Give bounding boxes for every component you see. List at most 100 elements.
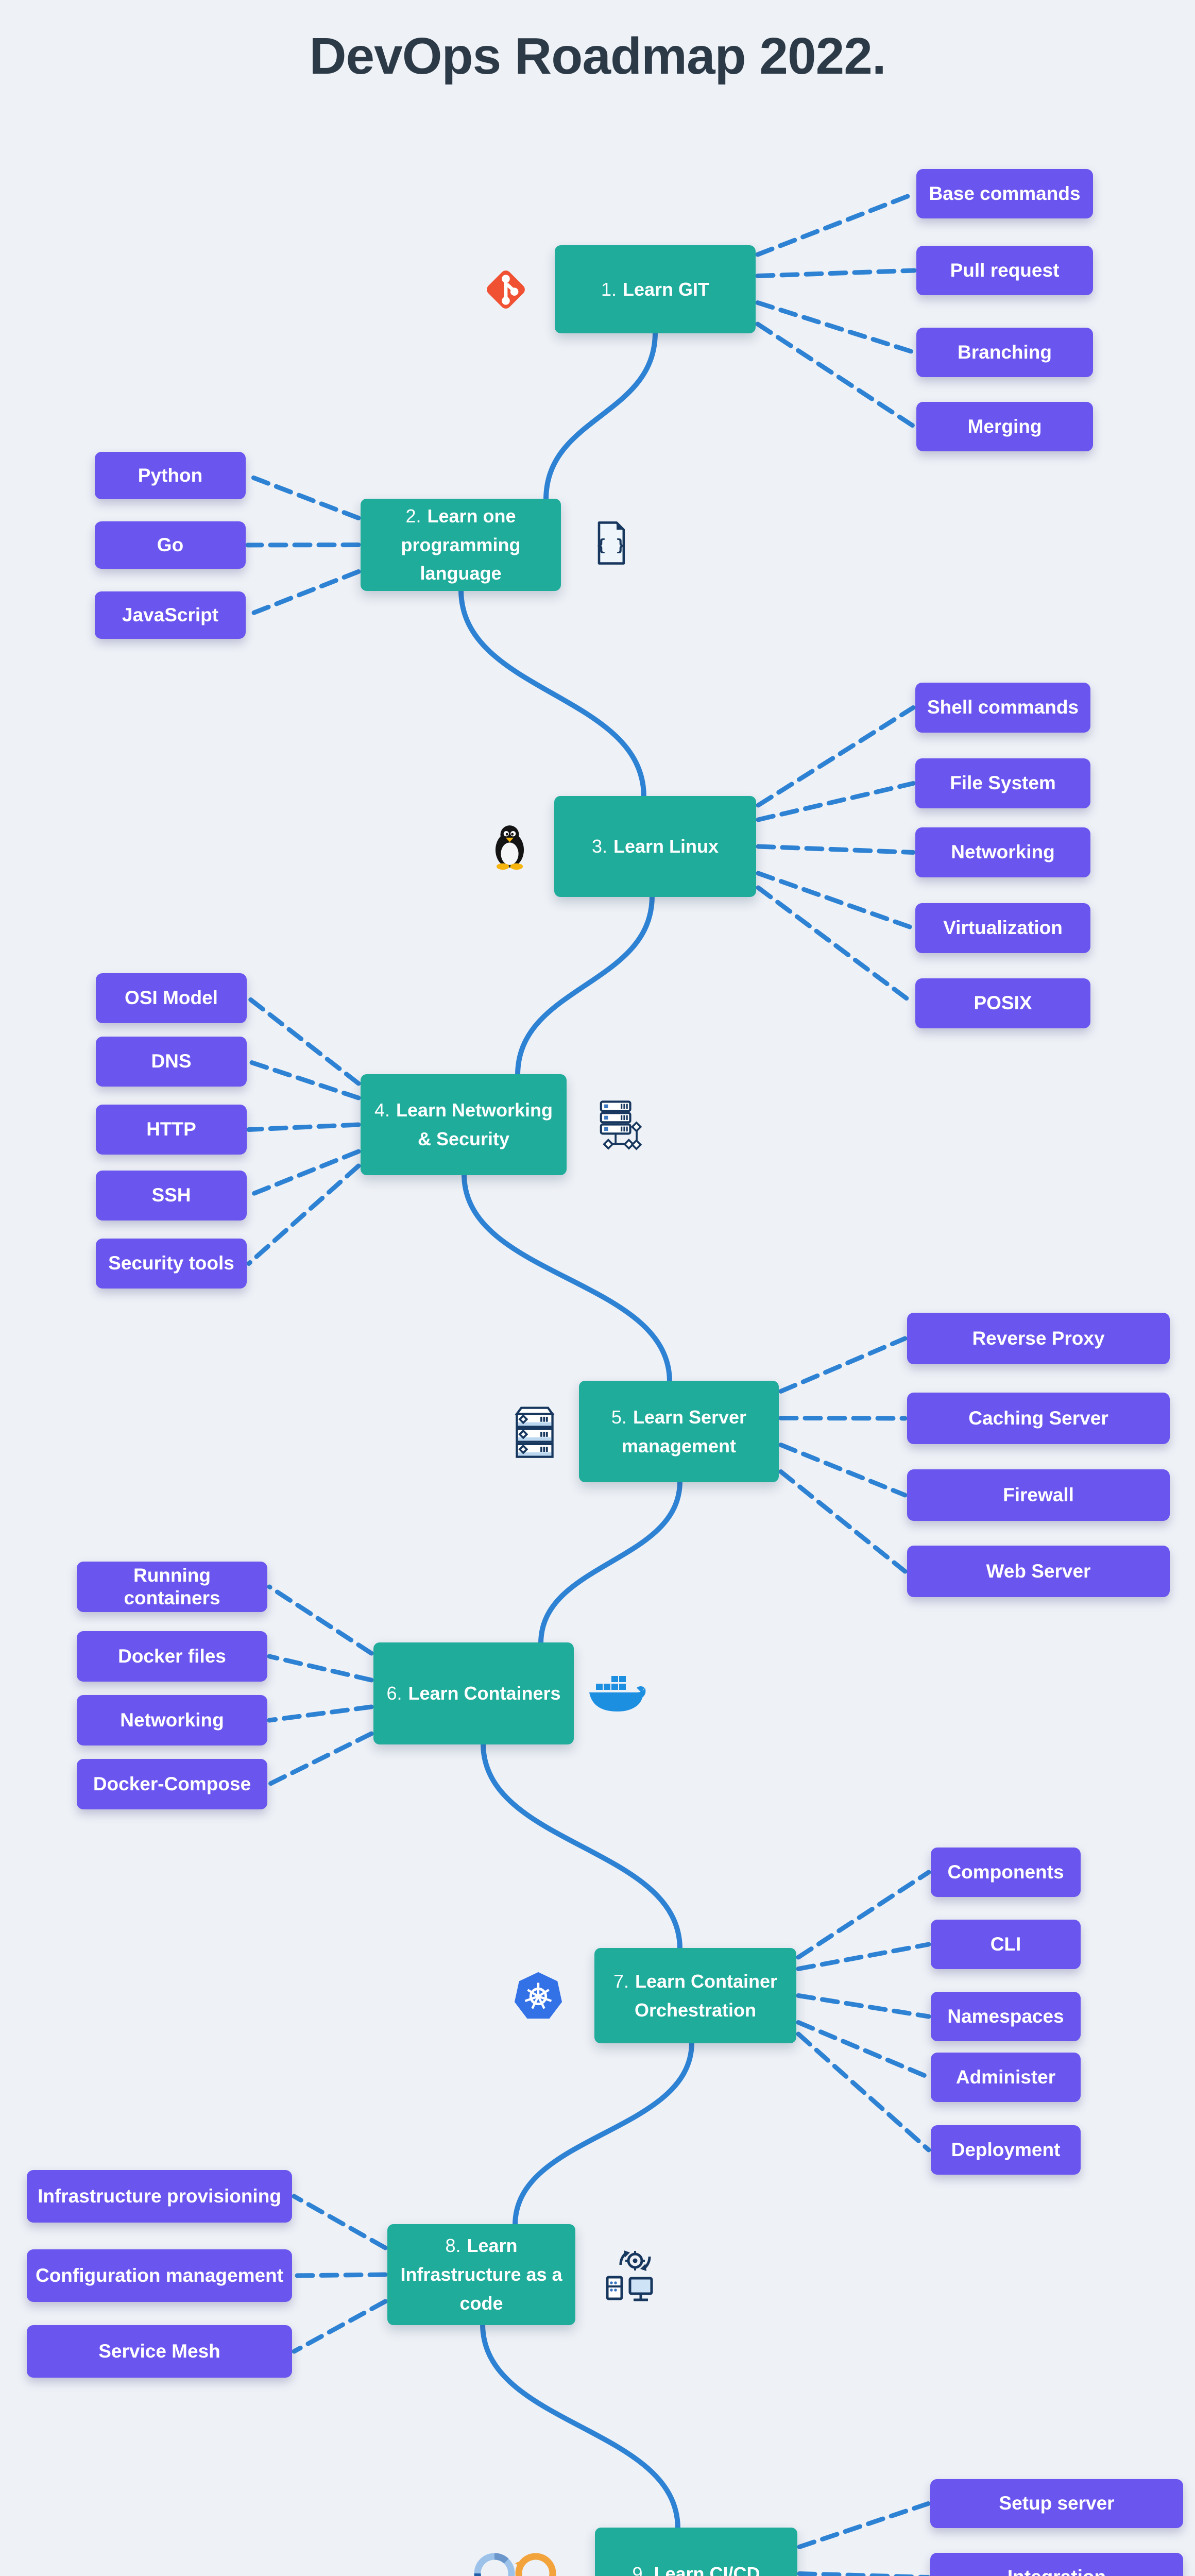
topic-label: File System <box>950 772 1056 794</box>
step-3-box: 3.Learn Linux <box>554 796 756 897</box>
topic-box: Merging <box>916 402 1093 451</box>
dashed-connector <box>246 1149 361 1198</box>
step-5-box: 5.Learn Server management <box>579 1381 779 1482</box>
step-text: 7.Learn Container Orchestration <box>603 1967 788 2025</box>
topic-box: Base commands <box>916 169 1093 218</box>
dashed-connector <box>797 2501 931 2549</box>
topic-box: Setup server <box>930 2479 1183 2528</box>
topic-box: DNS <box>96 1037 247 1087</box>
step-title: Learn CI/CD <box>654 2563 760 2576</box>
dashed-connector <box>756 705 916 808</box>
topic-box: Docker files <box>77 1631 267 1682</box>
dashed-connector <box>267 1654 374 1683</box>
topic-label: Deployment <box>951 2139 1061 2160</box>
step-number: 9. <box>632 2563 648 2576</box>
topic-box: SSH <box>96 1171 247 1221</box>
topic-box: Service Mesh <box>27 2325 292 2378</box>
topic-box: POSIX <box>915 978 1090 1028</box>
topic-box: Integration <box>930 2553 1183 2576</box>
step-9-box: 9. Learn CI/CD <box>595 2528 797 2576</box>
topic-label: Docker files <box>118 1645 226 1667</box>
topic-label: DNS <box>151 1050 192 1072</box>
docker-whale-icon <box>587 1670 646 1718</box>
step-title: Learn GIT <box>623 278 710 300</box>
step-2-box: 2.Learn one programming language <box>361 499 561 591</box>
dashed-connector <box>796 2031 931 2153</box>
server-rack-icon <box>506 1403 564 1459</box>
step-number: 2. <box>405 505 421 527</box>
dashed-connector <box>267 1584 374 1656</box>
step-title: Learn Infrastructure as a code <box>400 2235 562 2314</box>
topic-box: Pull request <box>916 246 1093 295</box>
dashed-connector <box>267 1731 374 1787</box>
topic-box: Running containers <box>77 1562 267 1612</box>
step-text: 6.Learn Containers <box>386 1679 560 1708</box>
step-text: 2.Learn one programming language <box>369 502 553 588</box>
topic-label: Namespaces <box>947 2005 1064 2027</box>
topic-label: Administer <box>955 2066 1056 2088</box>
topic-box: Branching <box>916 328 1093 377</box>
network-security-icon <box>592 1097 646 1151</box>
topic-box: Go <box>95 521 246 569</box>
topic-box: Docker-Compose <box>77 1759 267 1809</box>
dashed-connector <box>246 1163 361 1266</box>
main-path-segment <box>458 587 646 800</box>
topic-box: File System <box>915 758 1090 808</box>
topic-label: Integration <box>1008 2566 1106 2576</box>
topic-box: Shell commands <box>915 683 1090 733</box>
dashed-connector <box>796 2020 931 2080</box>
linux-penguin-icon <box>485 818 534 874</box>
step-number: 6. <box>386 1683 402 1704</box>
dashed-connector <box>778 1443 908 1498</box>
topic-label: Go <box>157 534 184 555</box>
step-7-box: 7.Learn Container Orchestration <box>594 1948 796 2043</box>
step-number: 8. <box>445 2235 461 2257</box>
cicd-infinity-icon <box>464 2548 567 2576</box>
svg-text:{ }: { } <box>596 536 625 555</box>
topic-label: Networking <box>120 1709 224 1731</box>
topic-label: Pull request <box>950 259 1060 281</box>
dashed-connector <box>756 844 916 855</box>
step-number: 7. <box>613 1970 629 1992</box>
step-text: 8.Learn Infrastructure as a code <box>396 2231 567 2317</box>
topic-box: JavaScript <box>95 591 246 639</box>
topic-box: Reverse Proxy <box>907 1313 1170 1364</box>
topic-box: Namespaces <box>931 1992 1081 2041</box>
dashed-connector <box>267 1704 374 1723</box>
step-title: Learn Networking & Security <box>396 1099 553 1149</box>
step-number: 3. <box>591 836 607 857</box>
main-path-segment <box>462 1172 672 1384</box>
dashed-connector <box>796 1942 931 1971</box>
topic-box: Virtualization <box>915 903 1090 953</box>
topic-label: Web Server <box>986 1560 1091 1582</box>
step-1-box: 1.Learn GIT <box>555 245 756 333</box>
page-title: DevOps Roadmap 2022. <box>309 27 886 85</box>
main-path-segment <box>513 2040 694 2228</box>
dashed-connector <box>246 1122 361 1132</box>
step-number: 5. <box>611 1406 627 1428</box>
dashed-connector <box>246 996 361 1086</box>
step-text: 1.Learn GIT <box>601 275 709 304</box>
topic-label: OSI Model <box>125 987 218 1009</box>
dashed-connector <box>797 2571 930 2576</box>
main-path-segment <box>480 2321 680 2531</box>
topic-label: Setup server <box>999 2493 1115 2514</box>
step-title: Learn Server management <box>621 1406 747 1456</box>
dashed-connector <box>796 1870 931 1960</box>
dashed-connector <box>755 191 917 257</box>
topic-box: OSI Model <box>96 973 247 1023</box>
topic-label: Components <box>947 1861 1064 1883</box>
step-8-box: 8.Learn Infrastructure as a code <box>387 2224 575 2325</box>
topic-label: Branching <box>958 341 1052 363</box>
dashed-connector <box>292 2272 388 2278</box>
topic-label: Security tools <box>108 1252 234 1274</box>
topic-box: Deployment <box>931 2125 1081 2175</box>
topic-label: Base commands <box>929 182 1081 204</box>
dashed-connector <box>756 885 916 1006</box>
code-file-icon: { } <box>587 518 635 568</box>
topic-box: Networking <box>915 827 1090 877</box>
main-path-segment <box>543 330 658 502</box>
dashed-connector <box>755 268 917 278</box>
